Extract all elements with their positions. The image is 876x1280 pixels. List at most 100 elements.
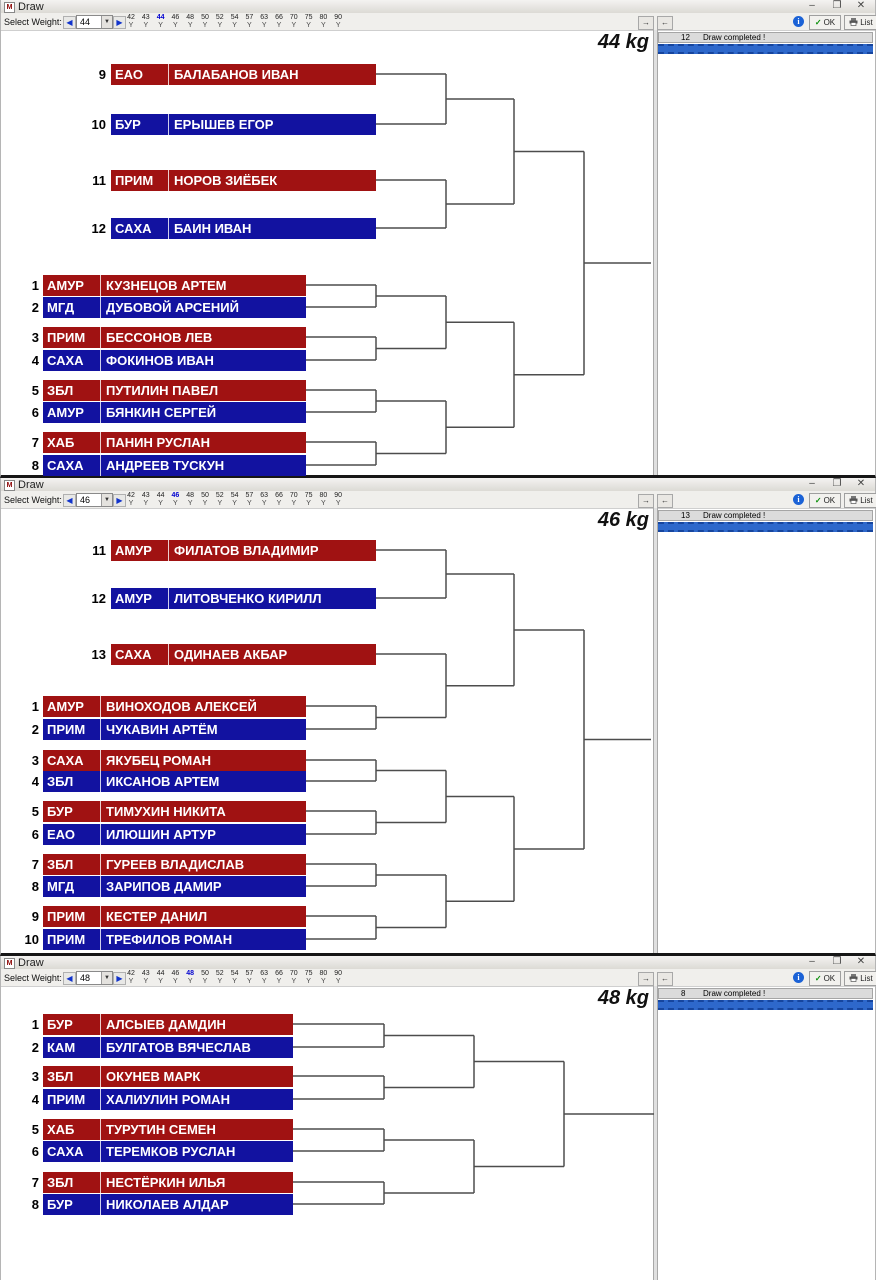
scroll-right-button[interactable]: →	[638, 16, 654, 30]
maximize-button[interactable]: ❐	[832, 478, 842, 489]
seed-number: 3	[31, 1068, 39, 1084]
weight-next-button[interactable]: ▶	[113, 494, 126, 507]
close-button[interactable]: ✕	[856, 478, 866, 489]
entry-region: ПРИМ	[43, 718, 101, 740]
weight-tab-label: 57	[245, 970, 254, 977]
weight-dropdown[interactable]: 48▼	[76, 971, 113, 985]
weight-drawn-flag: Y	[261, 22, 267, 29]
close-button[interactable]: ✕	[856, 956, 866, 967]
minimize-button[interactable]: –	[809, 0, 815, 11]
weight-drawn-flag: Y	[202, 22, 208, 29]
minimize-button[interactable]: –	[809, 956, 815, 967]
scroll-left-button[interactable]: ←	[657, 494, 673, 508]
entry-region: БУР	[111, 113, 169, 135]
chevron-down-icon[interactable]: ▼	[101, 972, 112, 984]
chevron-down-icon[interactable]: ▼	[101, 494, 112, 506]
info-icon[interactable]: i	[793, 494, 804, 505]
progress-bar	[658, 1000, 873, 1010]
weight-class-label: 46 kg	[597, 509, 649, 531]
weight-next-button[interactable]: ▶	[113, 16, 126, 29]
ok-button[interactable]: ✓OK	[809, 493, 841, 508]
seed-number: 3	[31, 752, 39, 768]
weight-drawn-flag: Y	[187, 978, 193, 985]
close-button[interactable]: ✕	[856, 0, 866, 11]
weight-tab-label: 66	[275, 492, 283, 499]
entry-name: КЕСТЕР ДАНИЛ	[106, 908, 208, 924]
weight-drawn-flag: Y	[143, 22, 149, 29]
entry-region: ПРИМ	[43, 928, 101, 950]
splitter-divider[interactable]	[653, 30, 658, 475]
entry-region: САХА	[43, 749, 101, 771]
entry-name: ЯКУБЕЦ РОМАН	[106, 752, 212, 768]
entry-name: ВИНОХОДОВ АЛЕКСЕЙ	[106, 698, 257, 714]
weight-tab-label: 90	[334, 970, 343, 977]
check-icon: ✓	[814, 974, 822, 983]
print-list-button[interactable]: List	[844, 15, 876, 30]
scroll-right-button[interactable]: →	[638, 972, 654, 986]
weight-drawn-flag: Y	[187, 22, 193, 29]
bracket-entry[interactable]: САХА ЯКУБЕЦ РОМАН	[43, 749, 306, 771]
seed-number: 5	[31, 1121, 39, 1137]
maximize-button[interactable]: ❐	[832, 956, 842, 967]
info-icon[interactable]: i	[793, 972, 804, 983]
print-list-button[interactable]: List	[844, 493, 876, 508]
seed-number: 6	[31, 826, 39, 842]
splitter-divider[interactable]	[653, 986, 658, 1280]
info-icon[interactable]: i	[793, 16, 804, 27]
seed-number: 11	[92, 542, 106, 558]
entry-name: НОРОВ ЗИЁБЕК	[174, 172, 278, 188]
weight-prev-button[interactable]: ◀	[63, 16, 76, 29]
chevron-down-icon[interactable]: ▼	[101, 16, 112, 28]
weight-dropdown[interactable]: 44▼	[76, 15, 113, 29]
print-list-button[interactable]: List	[844, 971, 876, 986]
maximize-button[interactable]: ❐	[832, 0, 842, 11]
ok-button[interactable]: ✓OK	[809, 971, 841, 986]
draw-completed-message: Draw completed !	[703, 989, 766, 998]
scroll-left-button[interactable]: ←	[657, 16, 673, 30]
weight-prev-button[interactable]: ◀	[63, 972, 76, 985]
ok-button[interactable]: ✓OK	[809, 15, 841, 30]
scroll-right-button[interactable]: →	[638, 494, 654, 508]
entry-name: АЛСЫЕВ ДАМДИН	[106, 1016, 226, 1032]
splitter-divider[interactable]	[653, 508, 658, 953]
weight-next-button[interactable]: ▶	[113, 972, 126, 985]
weight-prev-button[interactable]: ◀	[63, 494, 76, 507]
weight-dropdown[interactable]: 46▼	[76, 493, 113, 507]
scroll-left-button[interactable]: ←	[657, 972, 673, 986]
minimize-button[interactable]: –	[809, 478, 815, 489]
weight-drawn-flag: Y	[321, 500, 326, 507]
